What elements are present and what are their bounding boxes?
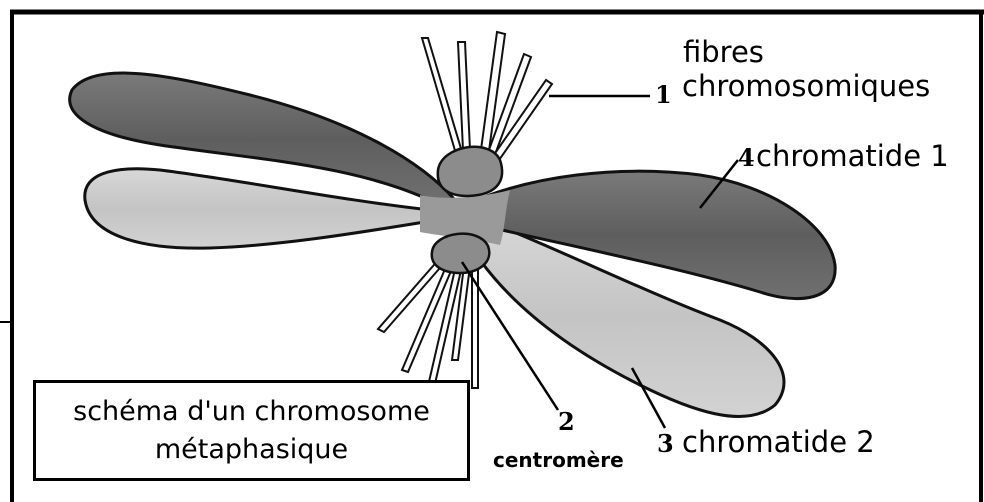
spindle-fibres-bottom (378, 258, 478, 388)
diagram-title-box: schéma d'un chromosome métaphasique (33, 380, 470, 481)
spindle-fibres-top (422, 32, 552, 163)
label-chromatide-2: chromatide 2 (682, 425, 875, 459)
label-number-3: 3 (657, 429, 674, 458)
label-centromere: centromère (493, 448, 624, 472)
label-number-1: 1 (655, 80, 672, 109)
diagram-title-line-1: schéma d'un chromosome (73, 393, 430, 431)
label-number-4: 4 (738, 143, 755, 172)
diagram-title-line-2: métaphasique (155, 431, 348, 469)
label-chromatide-1: chromatide 1 (756, 139, 949, 173)
label-number-2: 2 (558, 407, 575, 436)
label-fibres-line2: chromosomiques (682, 69, 930, 103)
label-fibres-line1: fibres (683, 35, 764, 69)
